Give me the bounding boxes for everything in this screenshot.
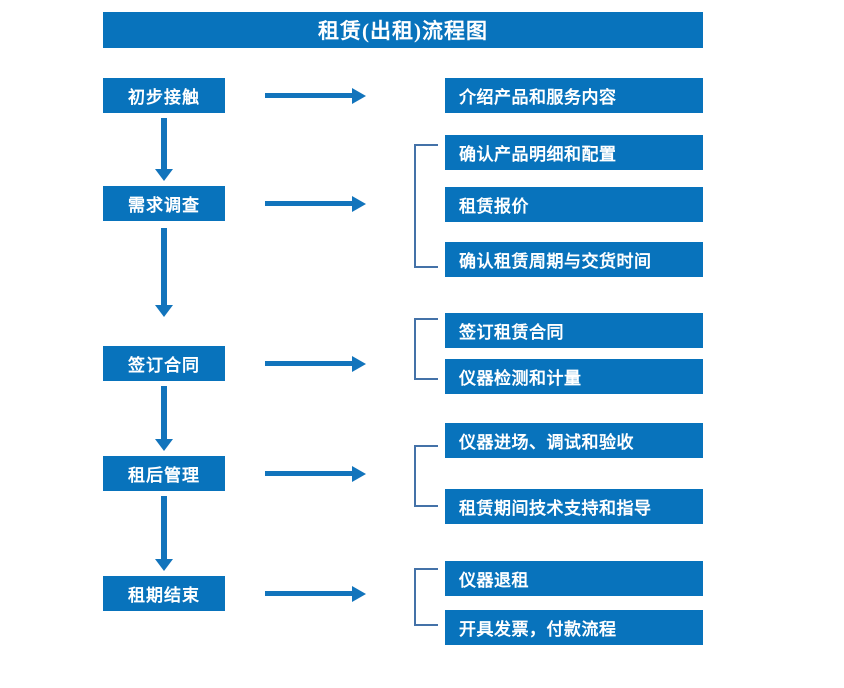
horizontal-arrow-stage2 [265, 201, 353, 206]
stage-box-5[interactable]: 租期结束 [103, 576, 225, 611]
page-title: 租赁(出租)流程图 [103, 12, 703, 48]
horizontal-arrow-stage1 [265, 93, 353, 98]
detail-box-5[interactable]: 签订租赁合同 [445, 313, 703, 348]
detail-box-6[interactable]: 仪器检测和计量 [445, 359, 703, 394]
stage-box-3[interactable]: 签订合同 [103, 346, 225, 381]
detail-box-8[interactable]: 租赁期间技术支持和指导 [445, 489, 703, 524]
stage-box-2[interactable]: 需求调查 [103, 186, 225, 221]
vertical-arrow-stage4-to-stage5 [161, 496, 167, 560]
detail-box-3[interactable]: 租赁报价 [445, 187, 703, 222]
stage-box-4[interactable]: 租后管理 [103, 456, 225, 491]
group-bracket-post-rental [414, 445, 438, 507]
detail-box-9[interactable]: 仪器退租 [445, 561, 703, 596]
group-bracket-lease-end [414, 568, 438, 626]
horizontal-arrow-stage3 [265, 361, 353, 366]
group-bracket-sign-contract [414, 318, 438, 380]
vertical-arrow-stage1-to-stage2 [161, 118, 167, 170]
horizontal-arrow-stage5 [265, 591, 353, 596]
vertical-arrow-stage2-to-stage3 [161, 228, 167, 306]
detail-box-2[interactable]: 确认产品明细和配置 [445, 135, 703, 170]
detail-box-1[interactable]: 介绍产品和服务内容 [445, 78, 703, 113]
vertical-arrow-stage3-to-stage4 [161, 386, 167, 440]
stage-box-1[interactable]: 初步接触 [103, 78, 225, 113]
detail-box-4[interactable]: 确认租赁周期与交货时间 [445, 242, 703, 277]
group-bracket-needs-survey [414, 144, 438, 268]
detail-box-10[interactable]: 开具发票，付款流程 [445, 610, 703, 645]
horizontal-arrow-stage4 [265, 471, 353, 476]
detail-box-7[interactable]: 仪器进场、调试和验收 [445, 423, 703, 458]
